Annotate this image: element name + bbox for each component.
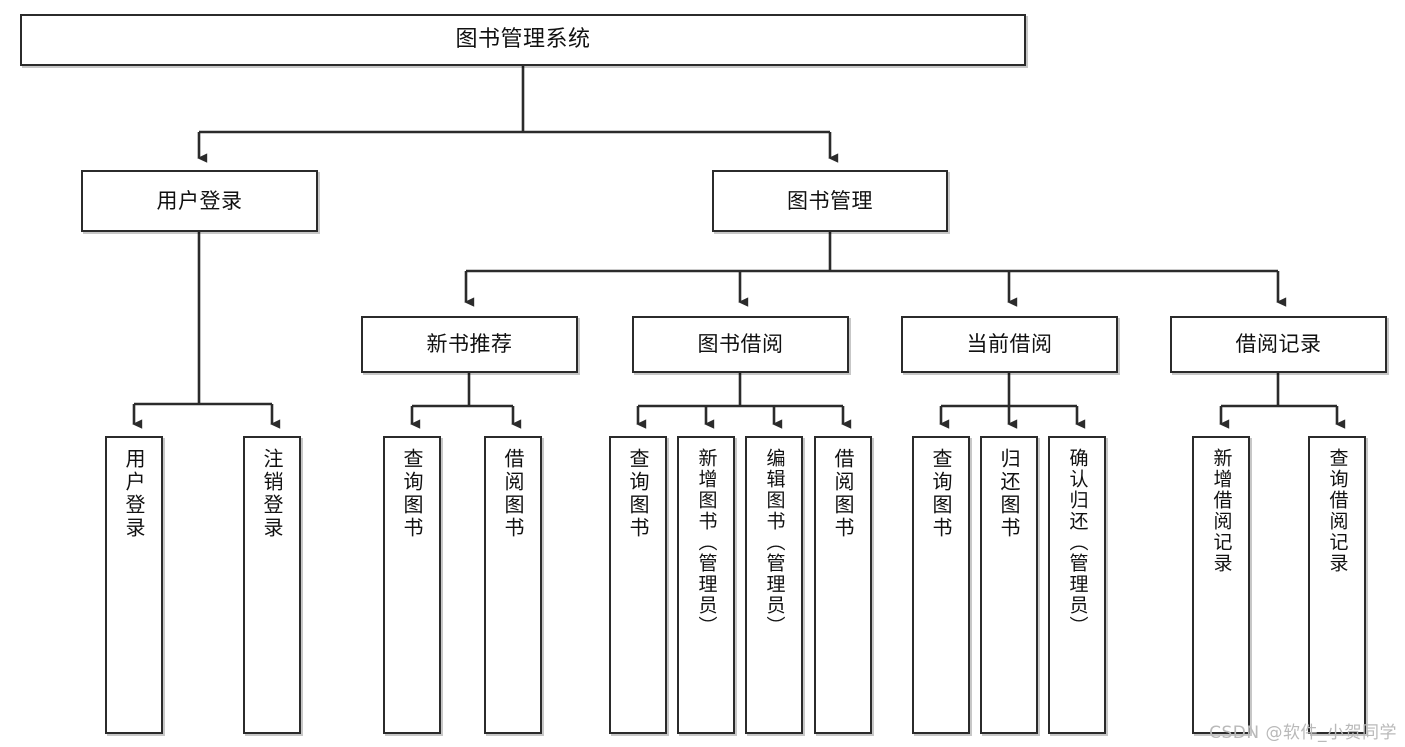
leaf-borrow-book[interactable]: 借阅图书 xyxy=(814,436,872,734)
node-label: 归还图书 xyxy=(997,448,1021,540)
leaf-query-book-recommendation[interactable]: 查询图书 xyxy=(383,436,441,734)
csdn-watermark: CSDN @软件_小贺同学 xyxy=(1209,723,1397,743)
node-label: 用户登录 xyxy=(156,188,243,213)
node-root-system[interactable]: 图书管理系统 xyxy=(20,14,1026,66)
node-label: 图书管理系统 xyxy=(455,27,591,53)
node-label: 当前借阅 xyxy=(966,332,1053,357)
node-label: 查询借阅记录 xyxy=(1326,448,1349,574)
leaf-borrow-book-recommendation[interactable]: 借阅图书 xyxy=(484,436,542,734)
node-label: 确认归还（管理员） xyxy=(1066,448,1089,637)
node-label: 编辑图书（管理员） xyxy=(763,448,786,637)
node-borrow-records[interactable]: 借阅记录 xyxy=(1170,316,1387,373)
leaf-return-book[interactable]: 归还图书 xyxy=(980,436,1038,734)
leaf-add-borrow-record[interactable]: 新增借阅记录 xyxy=(1192,436,1250,734)
node-label: 新增图书（管理员） xyxy=(695,448,718,637)
leaf-edit-book-admin[interactable]: 编辑图书（管理员） xyxy=(745,436,803,734)
node-label: 查询图书 xyxy=(929,448,953,540)
node-label: 借阅图书 xyxy=(831,448,855,540)
node-label: 图书管理 xyxy=(787,188,873,213)
leaf-query-book-current[interactable]: 查询图书 xyxy=(912,436,970,734)
node-book-borrowing[interactable]: 图书借阅 xyxy=(632,316,849,373)
leaf-query-borrow-record[interactable]: 查询借阅记录 xyxy=(1308,436,1366,734)
node-label: 注销登录 xyxy=(260,448,284,540)
node-label: 图书借阅 xyxy=(697,332,784,357)
node-label: 借阅图书 xyxy=(501,448,525,540)
node-label: 新增借阅记录 xyxy=(1210,448,1233,574)
node-new-book-recommendation[interactable]: 新书推荐 xyxy=(361,316,578,373)
node-book-management[interactable]: 图书管理 xyxy=(712,170,948,232)
leaf-confirm-return-admin[interactable]: 确认归还（管理员） xyxy=(1048,436,1106,734)
node-label: 查询图书 xyxy=(626,448,650,540)
leaf-add-book-admin[interactable]: 新增图书（管理员） xyxy=(677,436,735,734)
leaf-query-book-borrowing[interactable]: 查询图书 xyxy=(609,436,667,734)
node-label: 用户登录 xyxy=(122,448,146,540)
node-user-login[interactable]: 用户登录 xyxy=(81,170,318,232)
node-label: 新书推荐 xyxy=(426,332,513,357)
node-label: 借阅记录 xyxy=(1235,332,1322,357)
leaf-logout[interactable]: 注销登录 xyxy=(243,436,301,734)
leaf-user-login[interactable]: 用户登录 xyxy=(105,436,163,734)
node-current-borrowing[interactable]: 当前借阅 xyxy=(901,316,1118,373)
node-label: 查询图书 xyxy=(400,448,424,540)
